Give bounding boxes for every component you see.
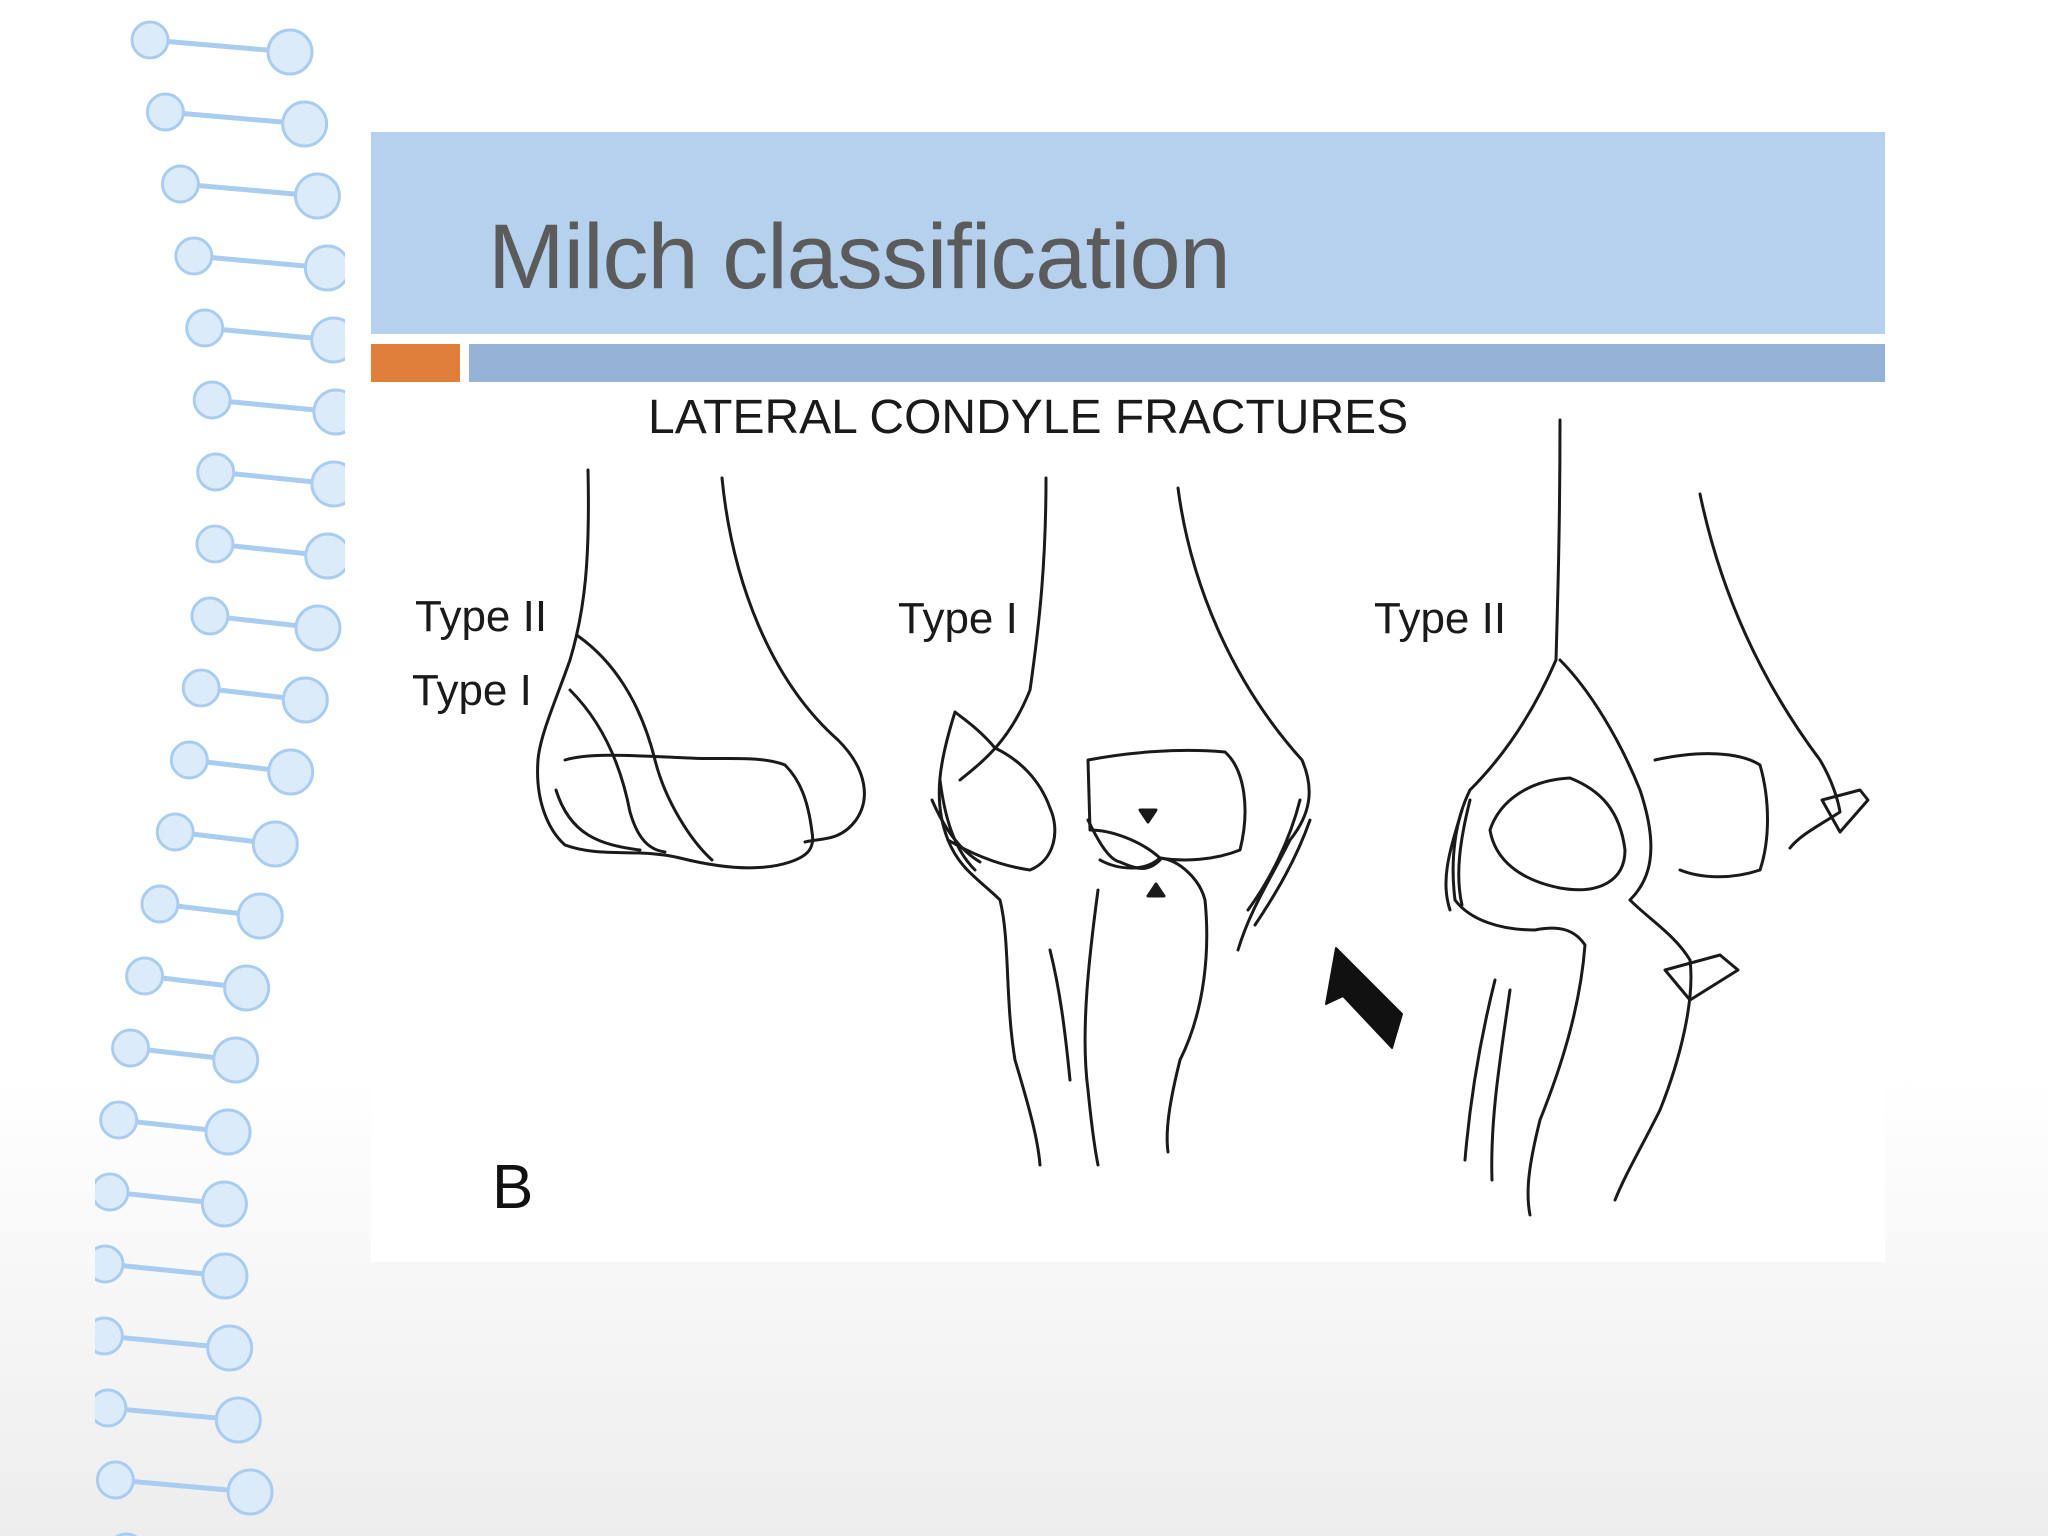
- dna-bead: [251, 820, 299, 868]
- figure-panel: [371, 382, 1885, 1262]
- dna-bead: [95, 1244, 125, 1284]
- dna-bead: [95, 1172, 130, 1212]
- dna-bead: [212, 1036, 260, 1084]
- dna-bead: [145, 92, 185, 132]
- accent-bar-blue: [469, 344, 1885, 382]
- dna-bead: [223, 964, 271, 1012]
- dna-bead: [195, 524, 235, 564]
- accent-bar-orange: [371, 344, 460, 382]
- figure-heading: LATERAL CONDYLE FRACTURES: [648, 391, 1409, 444]
- label-left-upper: Type II: [415, 592, 548, 641]
- slide-title: Milch classification: [488, 206, 1231, 308]
- label-right: Type II: [1374, 594, 1507, 643]
- panel-letter: B: [492, 1153, 534, 1222]
- label-left-lower: Type I: [412, 666, 532, 715]
- dna-bead: [214, 1396, 262, 1444]
- dna-bead: [204, 1108, 252, 1156]
- dna-bead: [155, 812, 195, 852]
- title-band: [371, 132, 1885, 334]
- arrow-icon: [1325, 947, 1403, 1049]
- dna-bead: [294, 604, 342, 652]
- dna-bead: [95, 1460, 135, 1500]
- dna-bead: [130, 20, 170, 60]
- dna-helix-decoration: [95, 20, 345, 1536]
- elbow-right-diagram: [1444, 418, 1870, 1217]
- dna-bead: [192, 380, 232, 420]
- dna-bead: [236, 892, 284, 940]
- dna-bead: [95, 1316, 124, 1356]
- dna-bead: [111, 1028, 151, 1068]
- dna-bead: [99, 1100, 139, 1140]
- dna-bead: [200, 1180, 248, 1228]
- dna-bead: [196, 452, 236, 492]
- dna-bead: [169, 740, 209, 780]
- dna-bead: [140, 884, 180, 924]
- dna-bead: [174, 236, 214, 276]
- dna-bead: [267, 748, 315, 796]
- dna-bead: [304, 532, 345, 580]
- dna-bead: [226, 1468, 274, 1516]
- dna-bead: [206, 1324, 254, 1372]
- dna-bead: [310, 460, 345, 508]
- dna-bead: [125, 956, 165, 996]
- dna-bead: [310, 316, 345, 364]
- dna-bead: [95, 1388, 128, 1428]
- dna-bead: [303, 244, 345, 292]
- dna-bead: [312, 388, 345, 436]
- dna-bead: [181, 668, 221, 708]
- elbow-middle-diagram: [930, 476, 1312, 1167]
- label-middle: Type I: [898, 594, 1018, 643]
- dna-bead: [293, 172, 341, 220]
- dna-bead: [185, 308, 225, 348]
- dna-bead: [190, 596, 230, 636]
- dna-bead: [281, 100, 329, 148]
- dna-bead: [281, 676, 329, 724]
- humerus-left-diagram: [536, 468, 866, 870]
- dna-bead: [266, 28, 314, 76]
- dna-bead: [160, 164, 200, 204]
- dna-bead: [201, 1252, 249, 1300]
